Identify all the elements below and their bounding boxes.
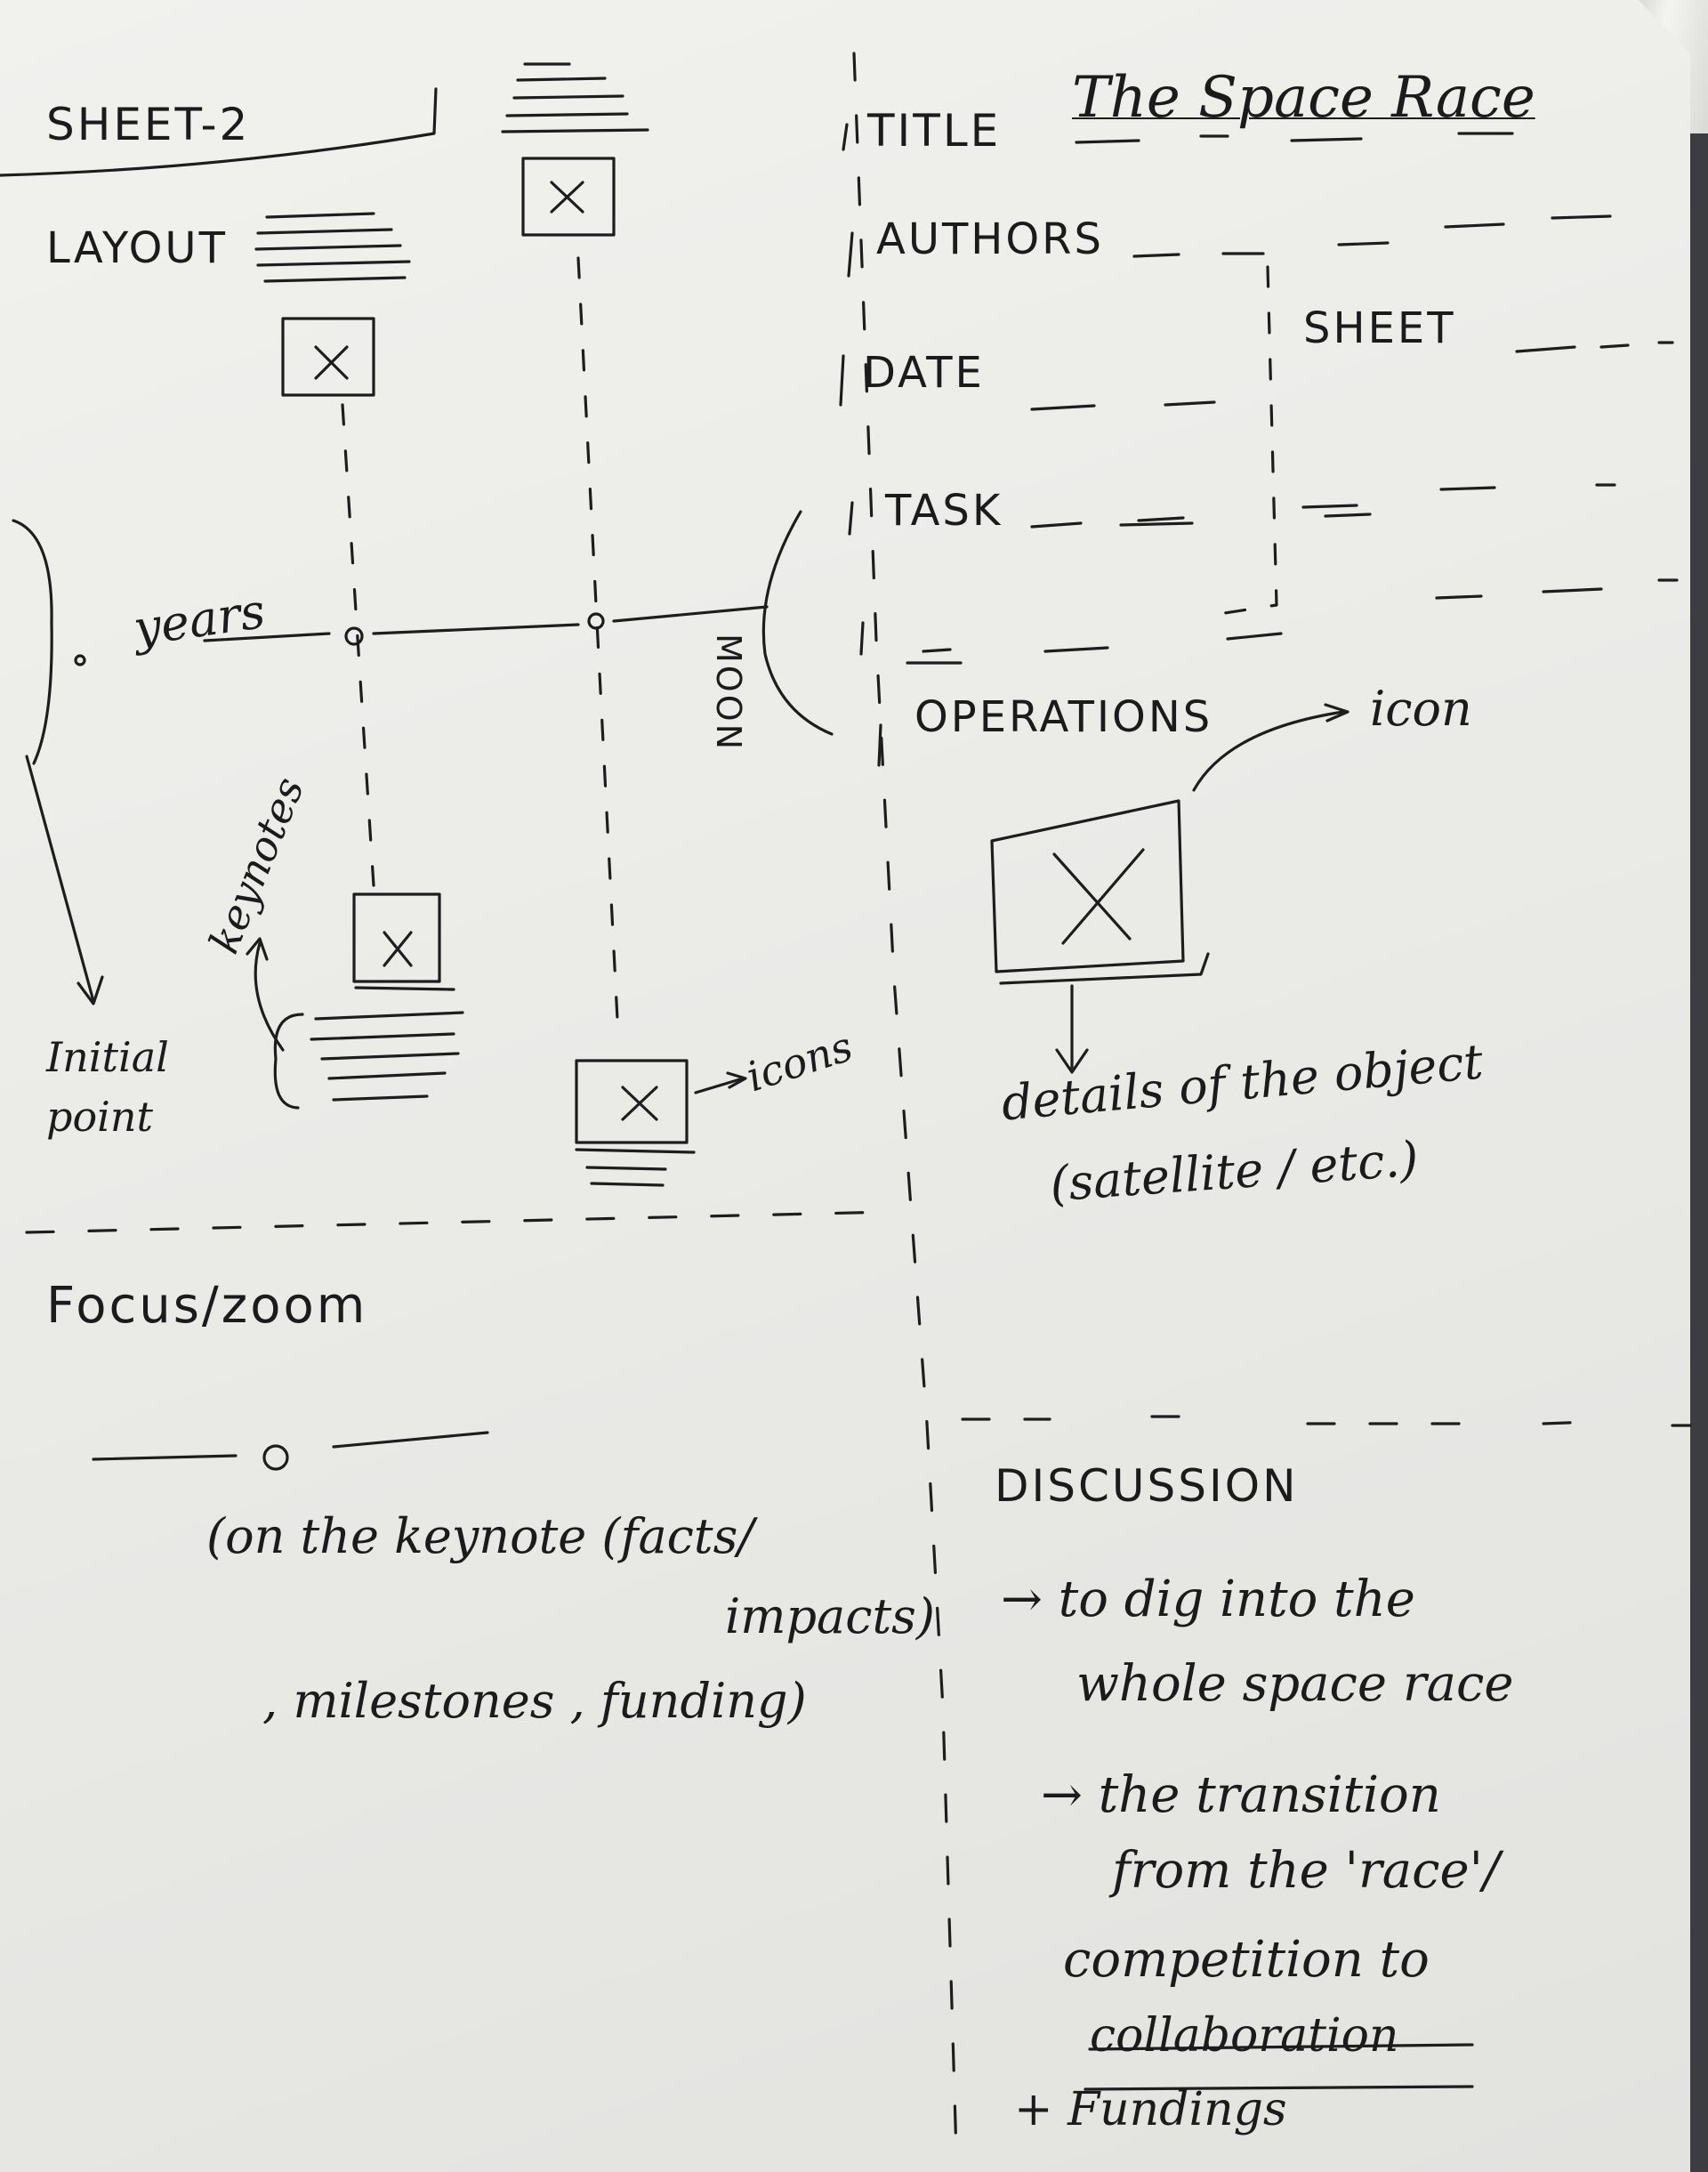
task-field-label: TASK bbox=[885, 486, 1003, 536]
keynote-text-lines bbox=[310, 1011, 464, 1102]
title-text-lines bbox=[501, 62, 649, 133]
zoom-slider-handle bbox=[262, 1444, 289, 1471]
focus-note-line-1: (on the keynote (facts/ bbox=[206, 1508, 754, 1564]
layout-text-lines bbox=[254, 212, 411, 283]
icon-pointer-arrow bbox=[1192, 710, 1345, 792]
header-field-underlines bbox=[906, 132, 1679, 665]
timeline-axis bbox=[203, 605, 769, 642]
sheet-block-border bbox=[1217, 265, 1278, 616]
layout-label: LAYOUT bbox=[46, 223, 228, 273]
icons-arrow bbox=[694, 1077, 745, 1094]
discussion-line-4: from the 'race'/ bbox=[1112, 1842, 1500, 1900]
discussion-line-1: → to dig into the bbox=[1001, 1570, 1415, 1628]
zoom-slider-left bbox=[92, 1454, 238, 1461]
sheet-label: SHEET-2 bbox=[46, 99, 251, 150]
keynote-arrow bbox=[254, 941, 285, 1052]
moon-arc bbox=[761, 510, 834, 736]
focus-note-line-2: impacts) bbox=[725, 1588, 935, 1644]
discussion-line-2: whole space race bbox=[1076, 1655, 1514, 1713]
discussion-line-5: competition to bbox=[1063, 1931, 1430, 1989]
focus-note-line-3: , milestones , funding) bbox=[262, 1673, 807, 1729]
image-placeholder-left bbox=[281, 317, 375, 397]
fundings-underline bbox=[1084, 2085, 1474, 2091]
title-field-label: TITLE bbox=[867, 105, 1002, 157]
zoom-slider-right bbox=[332, 1431, 489, 1449]
timeline-node-2 bbox=[587, 612, 605, 630]
sheet-title-underline bbox=[0, 87, 438, 177]
moon-label: MOON bbox=[709, 634, 748, 753]
focus-zoom-label: Focus/zoom bbox=[46, 1277, 368, 1335]
icon-label: icon bbox=[1370, 681, 1472, 737]
discussion-line-7: + Fundings bbox=[1014, 2083, 1287, 2136]
keynote-brace bbox=[273, 1013, 304, 1110]
title-field-value: The Space Race bbox=[1072, 65, 1535, 131]
discussion-heading: DISCUSSION bbox=[995, 1460, 1299, 1512]
image-placeholder-operations bbox=[990, 799, 1210, 985]
separator-left bbox=[25, 1210, 891, 1234]
separator-right bbox=[961, 1415, 1692, 1427]
initial-point-label: Initial point bbox=[46, 1033, 169, 1141]
authors-field-label: AUTHORS bbox=[876, 214, 1104, 264]
discussion-line-3: → the transition bbox=[1041, 1766, 1441, 1824]
operations-label: OPERATIONS bbox=[914, 692, 1213, 742]
drop-line-2 bbox=[576, 256, 620, 1038]
timeline-start-dot bbox=[74, 654, 86, 666]
timeline-node-1 bbox=[344, 626, 364, 646]
image-placeholder-keynote bbox=[352, 892, 455, 991]
collaboration-strike bbox=[1088, 2043, 1474, 2051]
sheet-field-label: SHEET bbox=[1303, 303, 1456, 353]
left-brace bbox=[12, 519, 53, 765]
initial-point-arrow bbox=[25, 755, 95, 1003]
image-placeholder-icons bbox=[575, 1059, 696, 1187]
image-placeholder-top bbox=[521, 157, 616, 237]
date-field-label: DATE bbox=[863, 348, 985, 398]
header-field-ticks bbox=[839, 123, 882, 767]
discussion-line-6: collaboration bbox=[1090, 2009, 1399, 2063]
drop-line-1 bbox=[341, 403, 375, 887]
